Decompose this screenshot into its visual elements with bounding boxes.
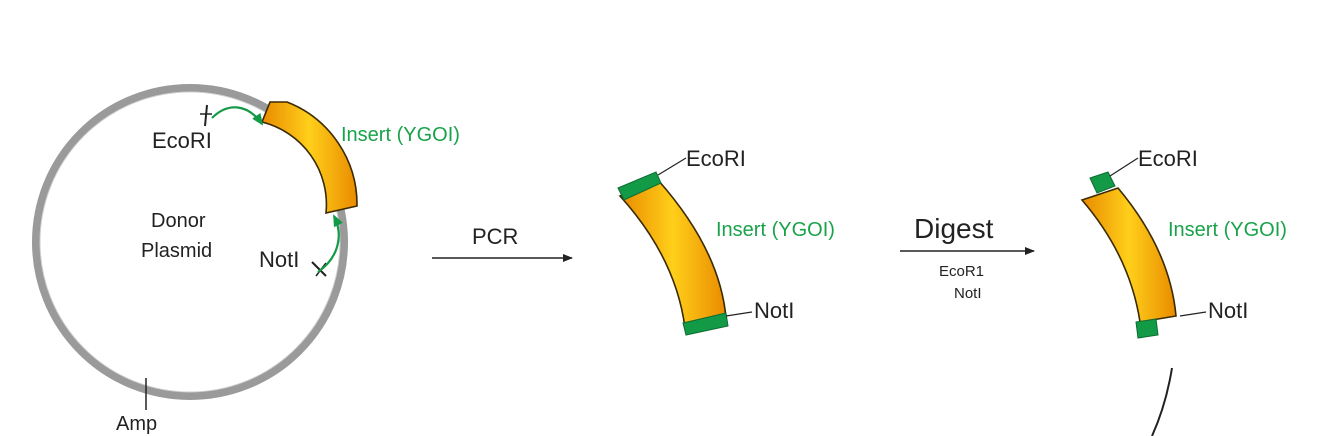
donor-insert-segment bbox=[260, 101, 358, 215]
digest-enzyme1: EcoR1 bbox=[939, 263, 984, 280]
donor-noti-label: NotI bbox=[259, 247, 299, 272]
pcr-label: PCR bbox=[472, 224, 518, 249]
digested-insert-label: Insert (YGOI) bbox=[1168, 219, 1287, 241]
digested-ecori-label: EcoRI bbox=[1138, 146, 1198, 171]
digested-product: EcoRI Insert (YGOI) NotI bbox=[1080, 146, 1287, 436]
pcr-noti-label: NotI bbox=[754, 298, 794, 323]
donor-ecori-tick bbox=[204, 104, 208, 127]
digested-ecori-overhang bbox=[1089, 171, 1116, 194]
digest-title: Digest bbox=[914, 213, 994, 244]
pcr-ecori-label: EcoRI bbox=[686, 146, 746, 171]
donor-plasmid: EcoRI Insert (YGOI) Donor Plasmid NotI A… bbox=[32, 84, 460, 435]
pcr-product: EcoRI Insert (YGOI) NotI bbox=[617, 146, 835, 336]
digest-step: Digest EcoR1 NotI bbox=[900, 213, 1035, 302]
donor-insert-label: Insert (YGOI) bbox=[341, 124, 460, 146]
pcr-insert-body bbox=[618, 179, 727, 329]
digested-noti-overhang bbox=[1135, 318, 1159, 339]
donor-amp-label: Amp bbox=[116, 413, 157, 435]
digest-enzyme2: NotI bbox=[954, 285, 982, 302]
pcr-ecori-cap bbox=[617, 171, 662, 201]
digested-insert-body bbox=[1080, 187, 1177, 323]
donor-plasmid-label-line2: Plasmid bbox=[141, 240, 212, 262]
pcr-insert-label: Insert (YGOI) bbox=[716, 219, 835, 241]
noti-green-arrow bbox=[317, 214, 343, 273]
ecori-green-arrow bbox=[211, 106, 264, 126]
donor-plasmid-label-line1: Donor bbox=[151, 210, 206, 232]
continuation-curve bbox=[1151, 367, 1173, 436]
pcr-step: PCR bbox=[432, 224, 573, 262]
plasmid-ring bbox=[32, 84, 348, 400]
donor-ecori-label: EcoRI bbox=[152, 128, 212, 153]
digested-noti-label: NotI bbox=[1208, 298, 1248, 323]
pcr-noti-cap bbox=[682, 312, 729, 336]
donor-noti-tick bbox=[311, 261, 327, 277]
